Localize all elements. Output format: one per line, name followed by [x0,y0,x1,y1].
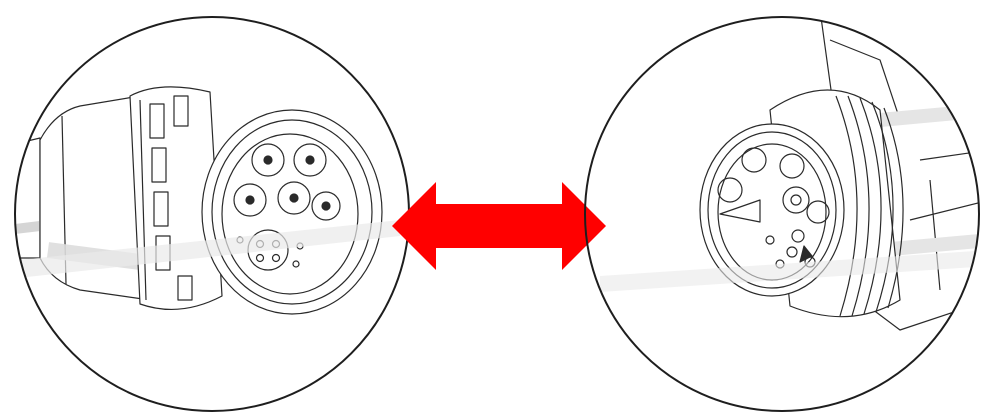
right-panel-frame [584,16,980,412]
cable [15,137,41,259]
power-contacts [233,143,341,221]
left-panel-plug-illustration [14,16,410,412]
double-arrow [392,182,606,270]
right-panel-socket-illustration [584,16,980,412]
socket-contacts [717,147,830,269]
plug-face-ring [201,109,383,315]
